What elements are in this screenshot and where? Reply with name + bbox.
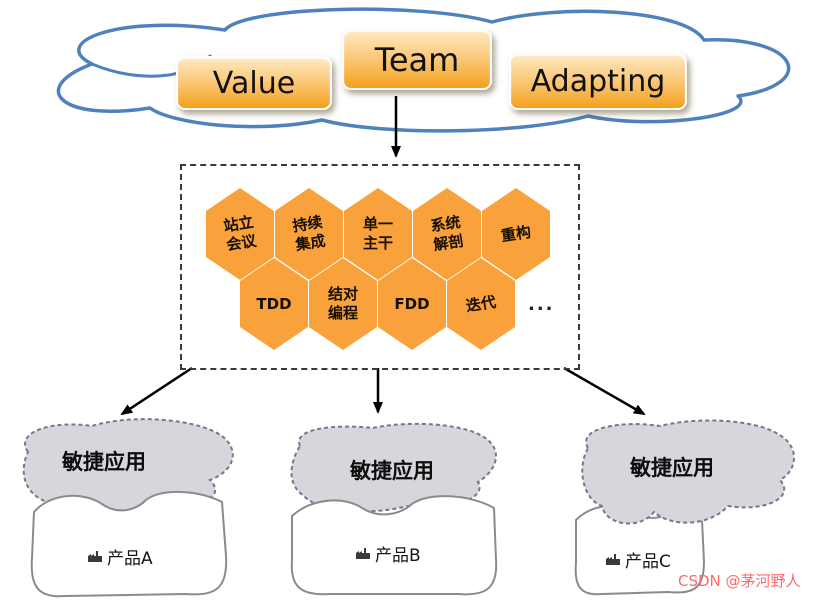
- practice-label: 重构: [500, 222, 533, 245]
- concept-box-value: Value: [176, 56, 332, 110]
- practice-hex-continuous-integration: 持续 集成: [275, 188, 343, 280]
- product-a-outline: [30, 491, 228, 598]
- hex-line1: TDD: [256, 294, 292, 313]
- factory-icon: [88, 550, 103, 563]
- practice-label: 单一 主干: [363, 215, 393, 253]
- product-label: 产品B: [375, 546, 421, 566]
- hex-line1: 重构: [499, 222, 533, 245]
- agile-app-blob-middle: [290, 422, 497, 513]
- agile-app-blob-right: [581, 419, 795, 525]
- agile-app-label-right: 敏捷应用: [630, 456, 714, 480]
- practice-label: TDD: [256, 295, 291, 314]
- practice-hex-system-anatomy: 系统 解剖: [413, 188, 481, 280]
- agile-app-label-left: 敏捷应用: [62, 450, 146, 474]
- hex-line1: 结对: [327, 285, 358, 304]
- practice-label: 迭代: [465, 292, 498, 315]
- practice-hex-fdd: FDD: [378, 258, 446, 350]
- product-b-outline: [290, 495, 498, 596]
- product-label: 产品A: [107, 549, 153, 569]
- practice-hex-single-trunk: 单一 主干: [344, 188, 412, 280]
- more-practices-ellipsis: ...: [528, 294, 555, 315]
- practice-hex-pair-programming: 结对 编程: [309, 258, 377, 350]
- product-b-label-group: 产品B: [356, 541, 421, 566]
- arrow-practices-to-app-right: [563, 366, 646, 416]
- hex-line1: FDD: [394, 294, 430, 313]
- practice-label: 站立 会议: [222, 213, 258, 255]
- practice-label: FDD: [394, 295, 429, 314]
- concept-box-team: Team: [342, 29, 492, 90]
- practice-hex-tdd: TDD: [240, 258, 308, 350]
- practice-label: 系统 解剖: [429, 213, 465, 255]
- product-a-label-group: 产品A: [88, 544, 153, 569]
- practice-label: 持续 集成: [291, 213, 327, 255]
- factory-icon: [356, 547, 371, 560]
- factory-icon: [606, 553, 621, 566]
- arrow-practices-to-app-left: [120, 366, 193, 416]
- hex-line2: 主干: [362, 234, 393, 252]
- csdn-watermark: CSDN @茅河野人: [678, 572, 801, 590]
- practice-label: 结对 编程: [328, 285, 358, 323]
- product-c-label-group: 产品C: [606, 547, 671, 572]
- concept-label: Value: [212, 65, 296, 101]
- hex-line2: 集成: [294, 231, 327, 255]
- hex-line1: 单一: [362, 215, 393, 234]
- practice-hex-iteration: 迭代: [447, 258, 515, 350]
- hex-line2: 会议: [225, 231, 258, 255]
- concept-label: Team: [374, 40, 460, 79]
- product-label: 产品C: [625, 552, 671, 572]
- hex-line2: 解剖: [432, 231, 465, 255]
- hex-line1: 迭代: [464, 292, 498, 315]
- concept-label: Adapting: [530, 64, 666, 99]
- agile-app-label-middle: 敏捷应用: [350, 459, 434, 483]
- practices-container: 站立 会议 持续 集成 单一 主干 系统 解剖 重构: [180, 164, 580, 370]
- hex-line2: 编程: [327, 304, 358, 322]
- concept-box-adapting: Adapting: [509, 53, 687, 110]
